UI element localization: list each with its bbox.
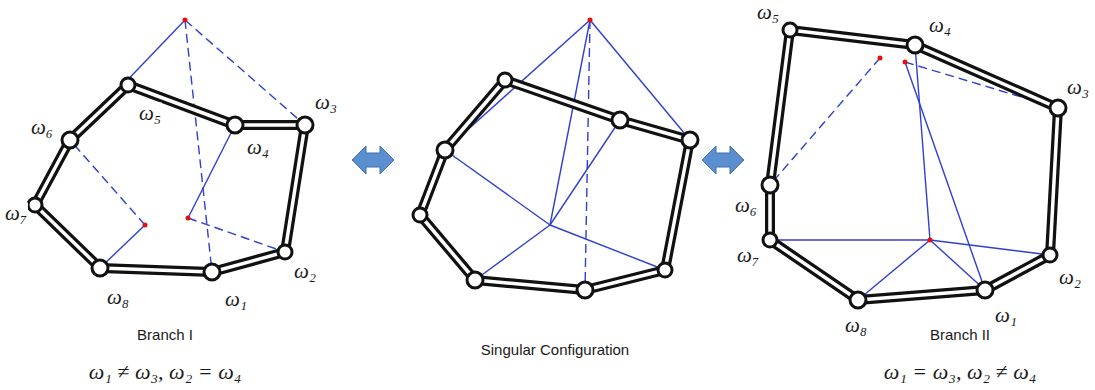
branch-caption: Branch II [930, 327, 990, 344]
joint-label: ω₁ [994, 304, 1018, 327]
branch-caption: Branch I [137, 327, 193, 344]
joint-label: ω₇ [4, 202, 28, 225]
singular-linkage [413, 18, 698, 299]
joint-label: ω₈ [844, 314, 868, 337]
joint-label: ω₂ [1058, 266, 1082, 289]
condition-equation: ω₁ ≠ ω₃, ω₂ = ω₄ [89, 360, 242, 384]
joint-label: ω₅ [756, 1, 780, 24]
joint-label: ω₈ [106, 286, 130, 309]
condition-equation: ω₁ = ω₃, ω₂ ≠ ω₄ [884, 360, 1037, 384]
double-arrow [352, 146, 394, 174]
branch-one-linkage [28, 18, 313, 281]
joint-label: ω₂ [293, 260, 317, 283]
joint-label: ω₄ [246, 136, 270, 159]
joint-label: ω₄ [928, 14, 952, 37]
joint-label: ω₃ [314, 91, 338, 114]
joint-label: ω₆ [30, 116, 54, 139]
joint-label: ω₅ [138, 102, 162, 125]
joint-label: ω₃ [1066, 76, 1090, 99]
joint-label: ω₁ [224, 288, 248, 311]
branch-two-linkage [762, 23, 1066, 308]
joint-label: ω₆ [734, 194, 758, 217]
joint-label: ω₇ [736, 244, 760, 267]
branch-caption: Singular Configuration [481, 342, 629, 359]
double-arrow [702, 146, 744, 174]
